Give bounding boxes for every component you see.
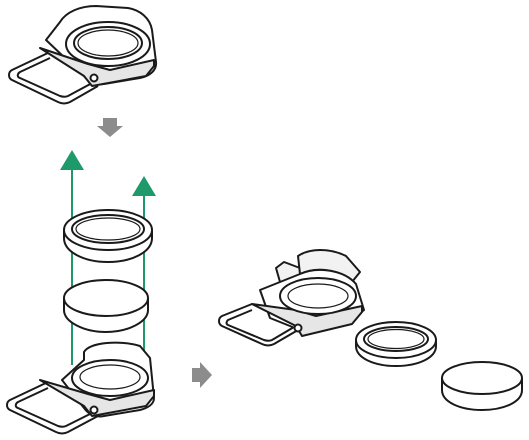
separated-ring <box>355 321 437 368</box>
lens-ring-thread <box>77 29 139 57</box>
opened-clip <box>218 249 365 347</box>
clip-body-bottom <box>6 341 155 435</box>
hinge-screw <box>89 73 99 83</box>
hinge-screw <box>89 405 99 415</box>
wire-loop <box>8 51 99 105</box>
wire-loop <box>218 303 299 347</box>
right-arrow-icon <box>192 362 212 388</box>
lens-disc <box>63 279 149 334</box>
assembled-clip-top <box>8 5 158 105</box>
wire-loop-inner <box>16 57 95 98</box>
separated-lens-disc <box>441 361 523 412</box>
retaining-ring <box>63 209 153 264</box>
wire-loop-inner <box>225 309 295 342</box>
wire-loop <box>6 381 99 435</box>
down-arrow-icon <box>97 118 123 137</box>
lens-ring-inner <box>73 26 143 60</box>
wire-loop-inner <box>14 387 95 428</box>
hinge-screw <box>293 323 303 333</box>
